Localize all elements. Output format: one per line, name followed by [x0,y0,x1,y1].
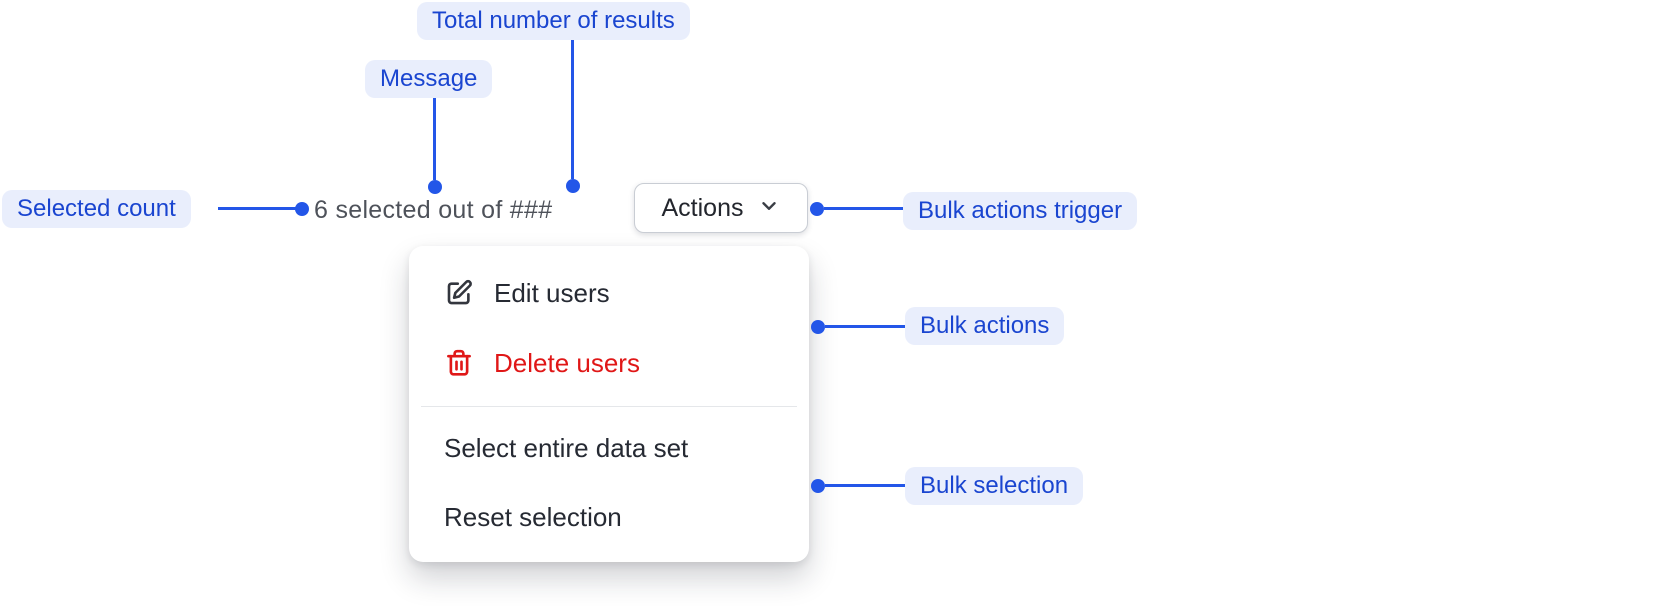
connector-line-message [433,98,436,180]
connector-line-total-results [571,40,574,179]
annotation-bulk-actions-trigger: Bulk actions trigger [903,192,1138,230]
menu-item-label: Edit users [494,277,610,308]
bulk-actions-menu: Edit users Delete users Select entire da… [409,246,809,562]
menu-item-label: Reset selection [444,501,622,532]
edit-icon [444,278,474,308]
chevron-down-icon [758,192,780,224]
connector-line-bulk-actions-trigger [824,207,903,210]
connector-dot-bulk-actions-trigger [810,202,824,216]
menu-item-label: Select entire data set [444,432,689,463]
menu-divider [421,406,797,407]
connector-dot-selected-count [295,202,309,216]
menu-item-delete-users[interactable]: Delete users [409,328,809,398]
annotation-bulk-actions: Bulk actions [905,307,1065,345]
menu-item-reset-selection[interactable]: Reset selection [409,481,809,553]
menu-item-select-entire-data-set[interactable]: Select entire data set [409,415,809,481]
actions-button-label: Actions [661,193,744,222]
bulk-selection-message: 6 selected out of ### [314,196,553,224]
bulk-actions-trigger-button[interactable]: Actions [634,183,808,233]
connector-line-bulk-actions [825,325,905,328]
annotation-message: Message [365,60,493,98]
connector-line-selected-count [218,207,296,210]
connector-dot-message [428,180,442,194]
trash-icon [444,348,474,378]
menu-item-label: Delete users [494,347,640,378]
menu-item-edit-users[interactable]: Edit users [409,258,809,328]
annotation-bulk-selection: Bulk selection [905,467,1084,505]
connector-dot-bulk-actions [811,320,825,334]
connector-dot-total-results [566,179,580,193]
annotation-total-number-of-results: Total number of results [417,2,690,40]
connector-dot-bulk-selection [811,479,825,493]
annotation-selected-count: Selected count [2,190,191,228]
connector-line-bulk-selection [825,484,905,487]
